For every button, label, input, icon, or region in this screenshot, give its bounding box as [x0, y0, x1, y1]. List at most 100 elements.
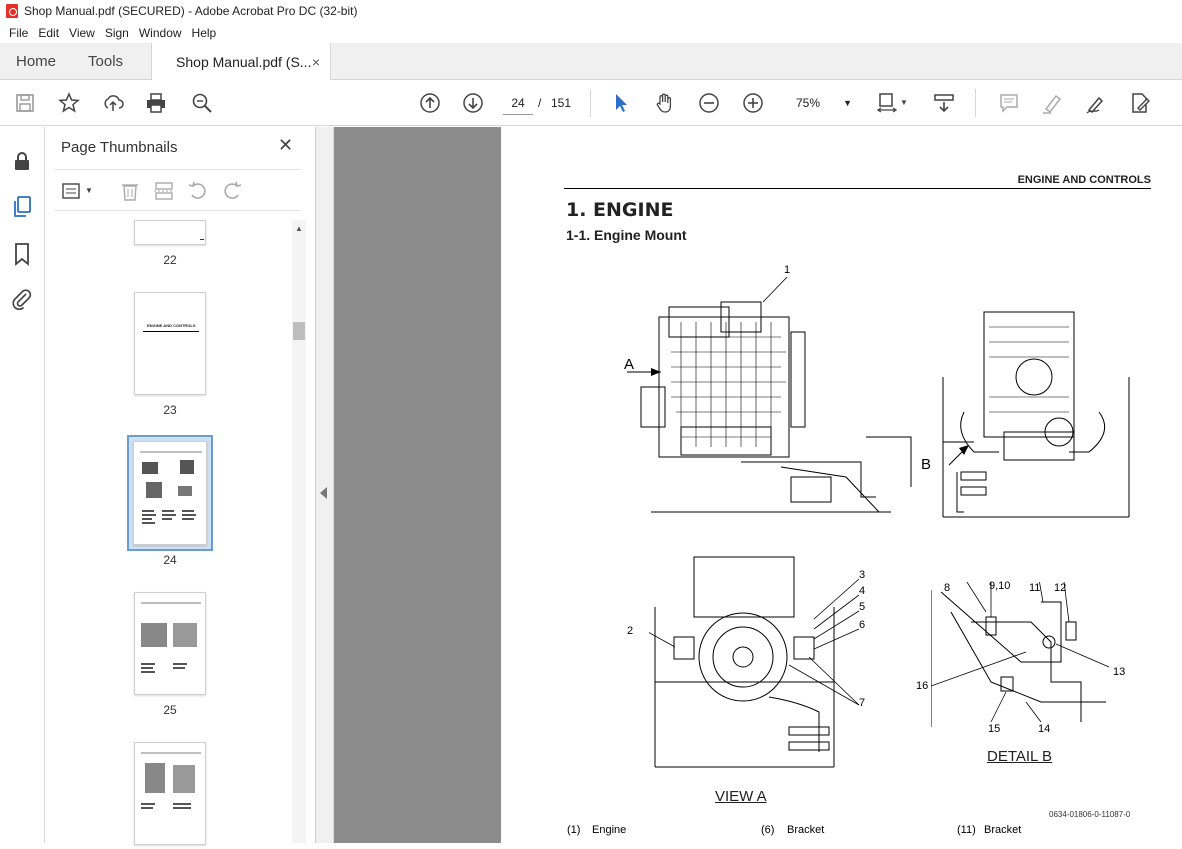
tab-document-label: Shop Manual.pdf (S... [176, 53, 312, 70]
thumbnail-page-24[interactable] [133, 441, 207, 545]
attachment-icon[interactable] [10, 287, 34, 311]
chevron-down-icon: ▼ [843, 98, 852, 108]
collapse-arrow-icon[interactable] [320, 487, 327, 499]
thumbnail-header: ENGINE AND CONTROLS [147, 323, 196, 328]
tab-close-button[interactable]: × [311, 53, 321, 70]
title-bar: Shop Manual.pdf (SECURED) - Adobe Acroba… [0, 0, 1182, 22]
zoom-in-icon[interactable] [741, 91, 765, 115]
thumbnail-scrollbar[interactable]: ▲ [292, 220, 306, 843]
delete-page-icon[interactable] [119, 180, 141, 202]
callout-B: B [921, 456, 932, 473]
sign-icon[interactable] [1084, 91, 1108, 115]
rotate-right-icon[interactable] [221, 180, 243, 202]
scroll-mode-icon[interactable] [932, 91, 956, 115]
scrollbar-thumb[interactable] [293, 322, 305, 340]
chevron-down-icon[interactable]: ▼ [85, 186, 93, 195]
tab-home[interactable]: Home [16, 52, 57, 70]
document-viewport[interactable]: ENGINE AND CONTROLS 1. ENGINE 1-1. Engin… [334, 127, 1182, 843]
engine-rear-drawing [649, 556, 860, 768]
callout-7: 7 [859, 697, 866, 709]
menu-file[interactable]: File [9, 25, 29, 40]
page-header: ENGINE AND CONTROLS [564, 174, 1151, 189]
detail-b-drawing [931, 582, 1110, 727]
print-icon[interactable] [144, 91, 168, 115]
thumbnail-page-22[interactable] [134, 220, 206, 245]
menu-window[interactable]: Window [138, 25, 182, 40]
fit-page-icon[interactable] [875, 91, 899, 115]
hand-tool-icon[interactable] [653, 91, 677, 115]
lock-icon[interactable] [10, 149, 34, 173]
section-subtitle: 1-1. Engine Mount [566, 227, 687, 243]
panel-collapse-strip[interactable] [316, 127, 334, 843]
thumbnails-panel: Page Thumbnails ✕ ▼ 22 ENGINE AND CONTRO… [45, 127, 316, 845]
page-separator: / [538, 96, 542, 110]
engine-side-drawing [627, 277, 912, 513]
highlight-icon[interactable] [1040, 91, 1064, 115]
left-rail [0, 127, 45, 843]
menu-sign[interactable]: Sign [104, 25, 129, 40]
legend-item-text: Bracket [787, 824, 825, 836]
callout-2: 2 [627, 625, 634, 637]
thumbnail-label: 22 [163, 253, 177, 267]
zoom-value: 75% [796, 96, 821, 110]
legend-item-num: (1) [567, 824, 581, 836]
callout-3: 3 [859, 569, 866, 581]
thumbnail-toolbar: ▼ [55, 169, 301, 211]
page-thumbnails-icon[interactable] [10, 195, 34, 219]
edit-pdf-icon[interactable] [1128, 91, 1152, 115]
toolbar [0, 80, 1182, 126]
tab-document[interactable]: Shop Manual.pdf (S... × [151, 43, 332, 80]
zoom-out-icon[interactable] [697, 91, 721, 115]
toolbar-divider [975, 89, 976, 117]
callout-16: 16 [916, 680, 929, 692]
callout-9-10: 9,10 [989, 580, 1011, 592]
thumbnail-page-23[interactable]: ENGINE AND CONTROLS [134, 292, 206, 395]
legend-item-num: (11) [957, 824, 976, 836]
callout-1: 1 [784, 264, 791, 276]
menu-help[interactable]: Help [191, 25, 217, 40]
next-page-icon[interactable] [461, 91, 485, 115]
chevron-down-icon[interactable]: ▼ [900, 98, 908, 107]
callout-8: 8 [944, 582, 951, 594]
legend-item-text: Bracket [984, 824, 1022, 836]
toolbar-divider [590, 89, 591, 117]
select-cursor-icon[interactable] [609, 91, 633, 115]
menu-edit[interactable]: Edit [38, 25, 60, 40]
menu-bar: File Edit View Sign Window Help [0, 22, 1182, 43]
callout-6: 6 [859, 619, 866, 631]
thumbnail-label: 24 [163, 553, 177, 567]
search-icon[interactable] [190, 91, 214, 115]
save-icon[interactable] [13, 91, 37, 115]
comment-icon[interactable] [997, 91, 1021, 115]
insert-page-icon[interactable] [153, 180, 175, 202]
zoom-select[interactable]: 75% ▼ [788, 91, 852, 115]
bookmark-icon[interactable] [10, 242, 34, 266]
callout-11: 11 [1029, 582, 1041, 594]
callout-15: 15 [988, 723, 1001, 735]
thumbnail-label: 23 [163, 403, 177, 417]
page-total: 151 [551, 96, 572, 110]
callout-4: 4 [859, 585, 866, 597]
panel-close-button[interactable]: ✕ [278, 135, 294, 155]
thumbnail-page-26[interactable] [134, 742, 206, 845]
previous-page-icon[interactable] [418, 91, 442, 115]
engine-front-drawing [942, 311, 1130, 518]
upload-icon[interactable] [101, 91, 125, 115]
tab-tools[interactable]: Tools [88, 52, 124, 70]
detail-b-caption: DETAIL B [987, 748, 1053, 765]
legend-item-text: Engine [592, 824, 627, 836]
thumbnail-label: 25 [163, 703, 177, 717]
acrobat-icon [6, 4, 18, 18]
options-menu-icon[interactable] [61, 180, 83, 202]
scroll-up-icon[interactable]: ▲ [295, 224, 303, 233]
page-number-input[interactable]: 24 [503, 91, 533, 115]
panel-title: Page Thumbnails [61, 139, 178, 156]
rotate-left-icon[interactable] [187, 180, 209, 202]
menu-view[interactable]: View [69, 25, 95, 40]
callout-13: 13 [1113, 666, 1126, 678]
pdf-page: ENGINE AND CONTROLS 1. ENGINE 1-1. Engin… [501, 127, 1182, 843]
star-icon[interactable] [57, 91, 81, 115]
window-title: Shop Manual.pdf (SECURED) - Adobe Acroba… [24, 4, 358, 18]
thumbnail-page-25[interactable] [134, 592, 206, 695]
callout-5: 5 [859, 601, 866, 613]
